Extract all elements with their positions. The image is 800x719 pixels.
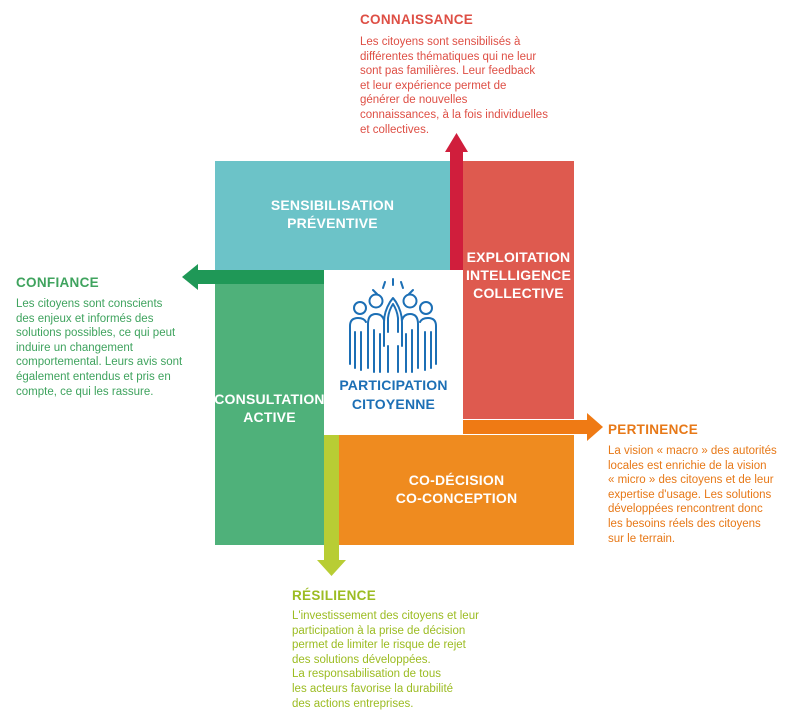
resilience-text: L'investissement des citoyens et leur pa… bbox=[292, 610, 479, 710]
quadrant-exploitation-intelligence-collective: EXPLOITATION INTELLIGENCE COLLECTIVE bbox=[463, 161, 574, 419]
connaissance-title: CONNAISSANCE bbox=[360, 12, 474, 27]
quadrant-codecision-coconception: CO-DÉCISION CO-CONCEPTION bbox=[339, 435, 574, 545]
quadrant-consultation-label: CONSULTATION ACTIVE bbox=[214, 390, 325, 425]
center-title: PARTICIPATION CITOYENNE bbox=[324, 376, 463, 414]
quadrant-consultation-active: CONSULTATION ACTIVE bbox=[214, 270, 325, 545]
quadrant-exploitation-label: EXPLOITATION INTELLIGENCE COLLECTIVE bbox=[465, 249, 572, 301]
quadrant-sensibilisation-preventive: SENSIBILISATION PRÉVENTIVE bbox=[215, 161, 450, 270]
center-title-line1: PARTICIPATION bbox=[339, 377, 448, 393]
pertinence-text: La vision « macro » des autorités locale… bbox=[608, 445, 777, 545]
center-box: PARTICIPATION CITOYENNE bbox=[324, 270, 463, 435]
resilience-title: RÉSILIENCE bbox=[292, 588, 377, 603]
confiance-arrow bbox=[182, 264, 324, 290]
confiance-text: Les citoyens sont conscients des enjeux … bbox=[16, 298, 183, 398]
resilience-arrow bbox=[317, 435, 346, 576]
pertinence-title: PERTINENCE bbox=[608, 422, 699, 437]
quadrant-sensibilisation-label: SENSIBILISATION PRÉVENTIVE bbox=[270, 196, 395, 231]
connaissance-text: Les citoyens sont sensibilisés à différe… bbox=[360, 36, 548, 136]
center-title-line2: CITOYENNE bbox=[351, 396, 436, 412]
connaissance-arrow bbox=[445, 133, 468, 271]
pertinence-arrow bbox=[463, 413, 603, 441]
raised-hands-people-icon bbox=[349, 278, 437, 373]
confiance-title: CONFIANCE bbox=[16, 275, 99, 290]
quadrant-codecision-label: CO-DÉCISION CO-CONCEPTION bbox=[395, 472, 518, 506]
